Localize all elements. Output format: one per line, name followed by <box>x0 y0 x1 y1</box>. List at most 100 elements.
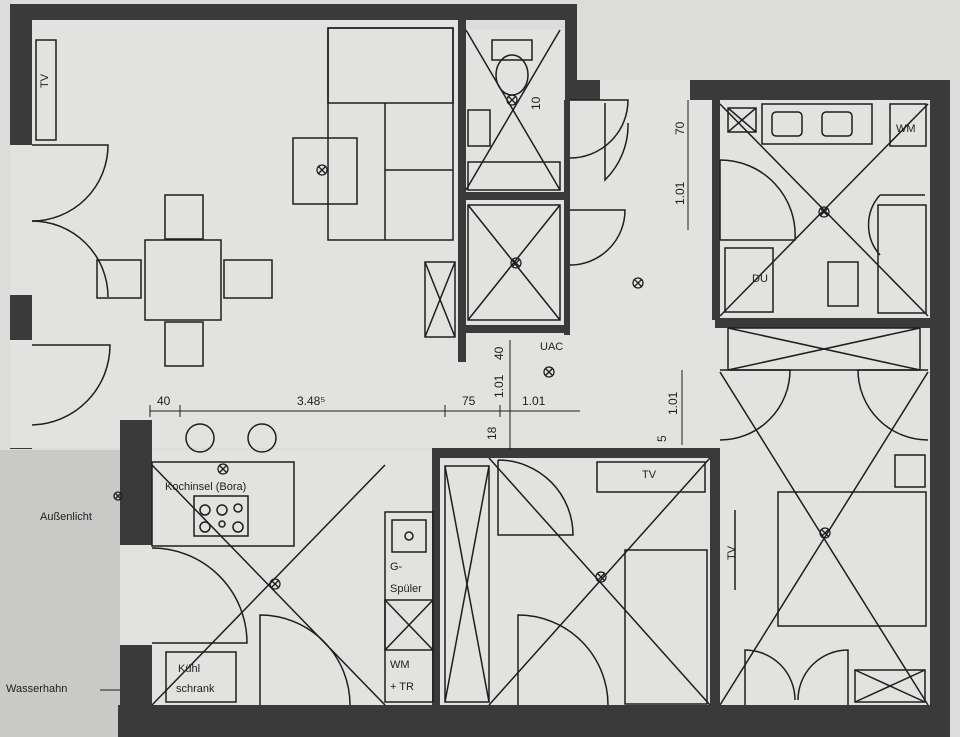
bar-stool-2 <box>247 423 277 453</box>
door-bedroom1-bottom <box>517 614 609 706</box>
outdoor-area <box>0 450 120 737</box>
chair-bottom <box>164 321 204 367</box>
door-wardrobe-double <box>744 649 849 705</box>
coffee-table <box>292 137 358 205</box>
door-swings <box>31 99 929 706</box>
label-gspueler-1: G- <box>390 561 403 573</box>
label-kuehl-2: schrank <box>176 683 215 695</box>
wardrobe-bedroom1 <box>444 465 490 703</box>
kitchen-sink <box>391 519 427 553</box>
shower <box>724 247 774 313</box>
wall-kitchen-divider <box>432 448 440 705</box>
fridge <box>165 651 237 703</box>
kitchen-island <box>151 461 295 547</box>
bath-shelf <box>727 107 757 133</box>
tv-board-bedroom1 <box>596 461 706 493</box>
wall-bed-top <box>435 448 720 458</box>
wall-top-left <box>10 4 575 20</box>
bed-double <box>777 491 927 627</box>
wall-storage-right <box>564 100 570 335</box>
dim-75: 75 <box>462 394 476 408</box>
toilet-tank <box>491 39 533 61</box>
label-tv-bed2: TV <box>726 545 738 560</box>
door-bedroom2-b <box>857 369 929 441</box>
dim-101-vertical-right: 1.01 <box>673 181 687 205</box>
wall-right-outer <box>930 80 950 737</box>
door-entrance-upper <box>31 144 109 222</box>
storage-room <box>467 204 561 321</box>
dim-40-left: 40 <box>157 394 171 408</box>
label-kochinsel: Kochinsel (Bora) <box>165 481 246 493</box>
dimension-labels: 40 3.48⁵ 75 1.01 40 1.01 18 10 70 1.01 1… <box>157 96 687 442</box>
dim-5: 5 <box>655 435 669 442</box>
dim-18: 18 <box>485 426 499 440</box>
label-uac: UAC <box>540 341 563 353</box>
light-wc <box>506 94 518 106</box>
chair-top <box>164 194 204 240</box>
fixtures <box>35 27 929 706</box>
door-bath <box>719 159 796 241</box>
wall-bath-left <box>712 100 720 320</box>
wall-bed-divider <box>710 448 720 705</box>
label-wm-bath: WM <box>896 123 916 135</box>
light-uac <box>543 366 555 378</box>
bar-stool-1 <box>185 423 215 453</box>
light-kitchen <box>269 578 281 590</box>
dimension-lines <box>149 100 689 450</box>
chair-left <box>96 259 142 299</box>
wc-basin <box>467 109 491 147</box>
light-kochinsel <box>217 463 229 475</box>
dim-101-vertical-mid: 1.01 <box>492 374 506 398</box>
door-storage <box>569 209 626 266</box>
bath-toilet <box>827 261 859 307</box>
room-labels: TV Kochinsel (Bora) Außenlicht Wasserhah… <box>6 73 916 695</box>
washing-machine-bath <box>889 103 927 147</box>
label-wm-tr-2: + TR <box>390 681 414 693</box>
label-du: DU <box>752 273 768 285</box>
door-bedroom2 <box>719 369 791 441</box>
light-corridor <box>632 277 644 289</box>
tv-unit-living <box>35 39 57 141</box>
floor-areas <box>32 18 930 705</box>
light-living <box>316 164 328 176</box>
dishwasher <box>384 599 434 651</box>
dim-101-vertical-lower: 1.01 <box>666 391 680 415</box>
label-tv-living: TV <box>39 73 51 88</box>
double-vanity <box>761 103 873 145</box>
wardrobe-upper <box>727 327 921 371</box>
dim-70: 70 <box>673 121 687 135</box>
door-kitchen <box>151 547 248 644</box>
light-bedroom2 <box>819 527 831 539</box>
door-entrance-upper-2 <box>31 220 109 298</box>
wc-shelf <box>467 161 561 191</box>
label-kuehl-1: Kühl <box>178 663 200 675</box>
label-wasserhahn: Wasserhahn <box>6 683 67 695</box>
wardrobe-lower <box>854 669 926 703</box>
door-wc <box>569 99 629 159</box>
dim-348: 3.48⁵ <box>297 394 325 408</box>
bath-cabinet <box>877 204 927 314</box>
label-wm-tr-1: WM <box>390 659 410 671</box>
light-bedroom1 <box>595 571 607 583</box>
light-outside <box>113 491 123 501</box>
dining-table <box>144 239 222 321</box>
cabinet-living <box>424 261 456 338</box>
light-storage <box>510 257 522 269</box>
wall-wc-left <box>458 20 466 362</box>
dim-101-horizontal: 1.01 <box>522 394 546 408</box>
door-bath-shower <box>867 194 925 256</box>
label-gspueler-2: Spüler <box>390 583 422 595</box>
label-aussenlicht: Außenlicht <box>40 511 92 523</box>
wall-bath-bottom <box>715 318 935 328</box>
chair-right <box>223 259 273 299</box>
wall-notch <box>565 4 577 100</box>
dim-10: 10 <box>529 96 543 110</box>
door-entrance-lower <box>31 344 111 426</box>
light-bath <box>818 206 830 218</box>
ceiling-lights <box>113 94 831 590</box>
label-tv-bed1: TV <box>642 469 657 481</box>
wall-wc-bottom <box>458 192 568 200</box>
wall-storage-bottom <box>458 325 570 333</box>
wall-bottom <box>118 705 948 737</box>
